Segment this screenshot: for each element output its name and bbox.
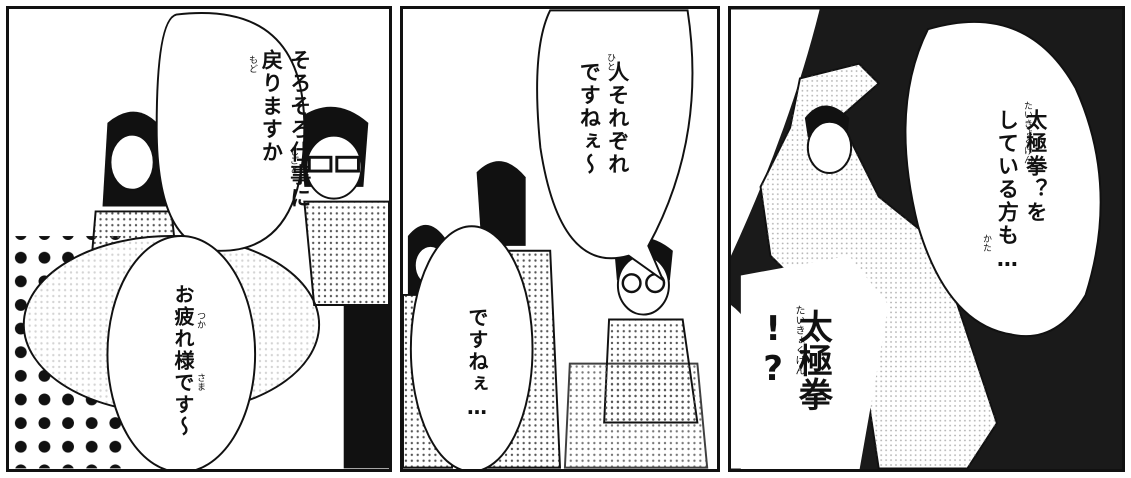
speech-bubble-hito-sorezore: 人それぞれ ですねぇ〜 — [577, 61, 630, 176]
ruby-tsuka: つか — [195, 311, 205, 329]
ruby-kata: かた — [981, 234, 991, 252]
ruby-hito: ひと — [605, 53, 615, 71]
manga-panel-1: そろそろ仕事に 戻りますか もど しごと お疲れ様です〜 つか さま — [6, 6, 392, 472]
panel-3-artwork — [731, 9, 1102, 469]
panel-1-artwork — [9, 12, 389, 469]
speech-bubble-taichi-question: 太極拳？を している方も… — [995, 109, 1048, 273]
ruby-modo: もど — [247, 55, 257, 73]
ruby-shigoto: しごと — [288, 147, 298, 174]
speech-bubble-desunee: ですねぇ… — [465, 307, 489, 421]
shout-taikyokuken: 太極拳 !? — [753, 309, 833, 411]
speech-bubble-otsukaresama: お疲れ様です〜 — [171, 284, 195, 438]
speech-bubble-back-to-work: そろそろ仕事に 戻りますか — [259, 49, 312, 210]
panel-2-artwork — [403, 9, 709, 469]
ruby-taikyokuken-shout: たいきょくけん — [793, 305, 804, 375]
ruby-sama: さま — [195, 373, 205, 391]
manga-panel-3: 太極拳？を している方も… たいきょくけん かた 太極拳 !? たいきょくけん — [728, 6, 1125, 472]
manga-panel-2: 人それぞれ ですねぇ〜 ひと ですねぇ… — [400, 6, 720, 472]
ruby-taikyokuken-small: たいきょくけん — [1022, 101, 1032, 164]
